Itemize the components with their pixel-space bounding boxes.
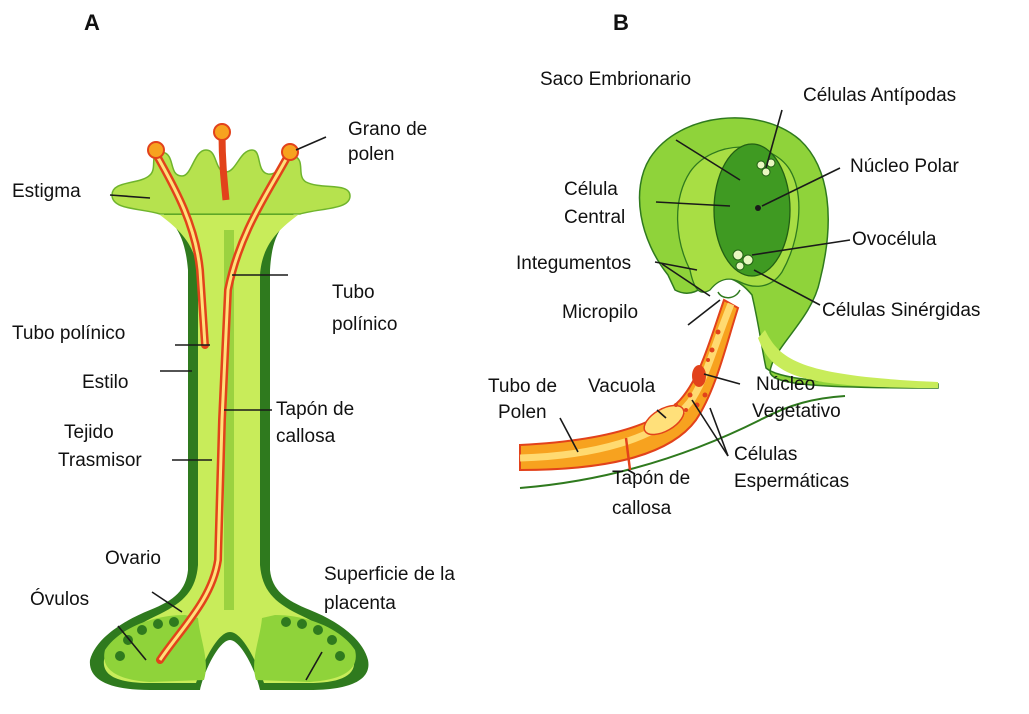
pollen-grain-2	[214, 124, 230, 140]
label-sinergidas: Células Sinérgidas	[822, 300, 980, 321]
label-nucleo-veg-line1: Núcleo	[756, 374, 815, 395]
label-superficie-line2: placenta	[324, 593, 396, 614]
label-tubo-right-line2: polínico	[332, 314, 398, 335]
label-celula-central-line2: Central	[564, 207, 625, 228]
micropyle	[718, 290, 740, 298]
pollen-grain-1	[148, 142, 164, 158]
stigma-surface	[112, 150, 350, 214]
vegetative-nucleus	[692, 365, 706, 387]
label-tubo-polen-line1: Tubo de	[488, 376, 557, 397]
polar-nucleus	[755, 205, 761, 211]
label-vacuola: Vacuola	[588, 376, 656, 397]
label-grano-line1: Grano de	[348, 119, 427, 140]
pollen-tube-middle	[222, 134, 226, 200]
label-tubo-right-line1: Tubo	[332, 282, 375, 303]
label-tapon-a-line2: callosa	[276, 426, 336, 447]
label-tejido-line2: Trasmisor	[58, 450, 142, 471]
label-estigma: Estigma	[12, 181, 81, 202]
label-tejido-line1: Tejido	[64, 422, 114, 443]
label-espermaticas-line1: Células	[734, 444, 797, 465]
pollen-grain-3	[282, 144, 298, 160]
embryo-sac	[714, 144, 790, 276]
label-saco: Saco Embrionario	[540, 69, 691, 90]
panel-b-letter: B	[613, 10, 629, 35]
label-superficie-line1: Superficie de la	[324, 564, 455, 585]
label-ovario: Ovario	[105, 548, 161, 569]
label-nucleo-veg-line2: Vegetativo	[752, 401, 841, 422]
label-estilo: Estilo	[82, 372, 128, 393]
panel-a-letter: A	[84, 10, 100, 35]
label-nucleo-polar: Núcleo Polar	[850, 156, 959, 177]
label-micropilo: Micropilo	[562, 302, 638, 323]
label-integumentos: Integumentos	[516, 253, 631, 274]
label-tapon-a-line1: Tapón de	[276, 399, 354, 420]
label-tapon-b-line1: Tapón de	[612, 468, 690, 489]
label-espermaticas-line2: Espermáticas	[734, 471, 849, 492]
label-celula-central-line1: Célula	[564, 179, 618, 200]
label-ovocelula: Ovocélula	[852, 229, 937, 250]
label-antipodas: Células Antípodas	[803, 85, 956, 106]
label-tapon-b-line2: callosa	[612, 498, 672, 519]
label-grano-line2: polen	[348, 144, 395, 165]
label-ovulos: Óvulos	[30, 588, 89, 610]
label-tubo-polen-line2: Polen	[498, 402, 547, 423]
label-tubo-left: Tubo polínico	[12, 323, 125, 344]
